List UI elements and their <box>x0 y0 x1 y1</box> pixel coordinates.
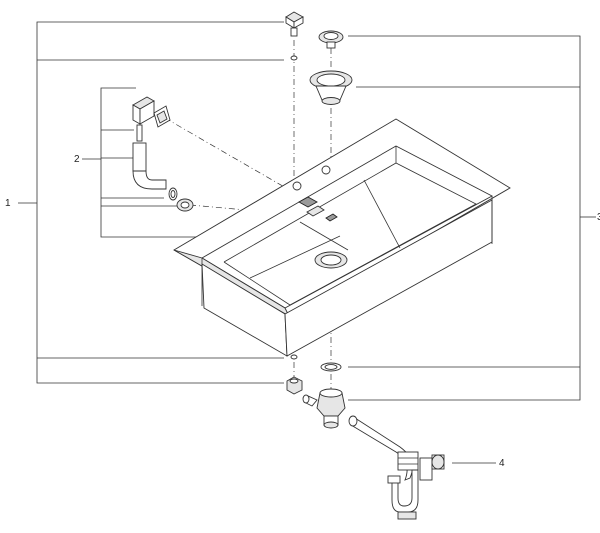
strainer-basket <box>309 70 353 105</box>
callout-group-3: 3 <box>348 35 600 401</box>
callout-label-4: 4 <box>499 458 505 469</box>
callout-label-2: 2 <box>74 154 80 165</box>
sink-body <box>173 118 511 357</box>
callout-label-3: 3 <box>597 212 600 223</box>
overflow-assembly <box>132 96 194 212</box>
callout-group-1: 1 <box>5 21 284 384</box>
callout-label-1: 1 <box>5 198 11 209</box>
callout-group-4: 4 <box>452 458 505 469</box>
top-cap-knob <box>285 11 304 61</box>
strainer-plug <box>318 30 344 49</box>
lower-washers <box>290 354 342 372</box>
drain-body <box>302 388 346 429</box>
siphon-trap <box>348 415 445 520</box>
overflow-nut <box>286 376 303 395</box>
